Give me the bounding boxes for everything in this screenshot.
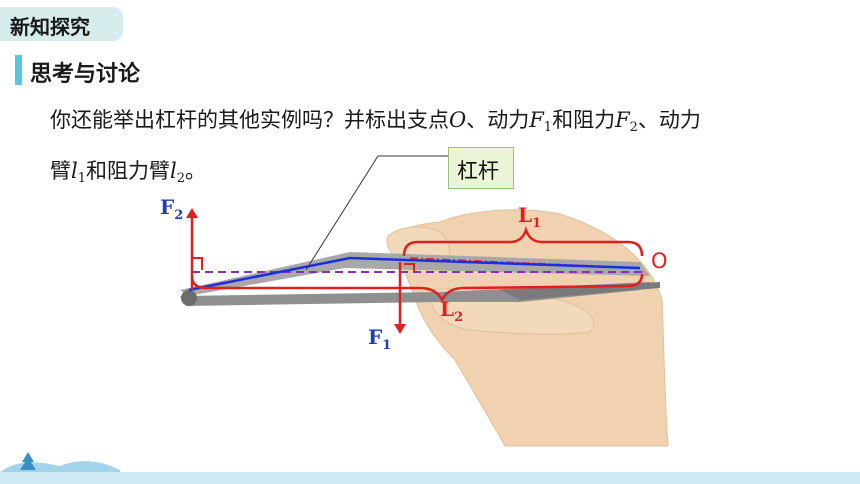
force-symbol: F	[615, 108, 630, 132]
question-text: 。	[185, 159, 206, 183]
subscript: 1	[543, 120, 553, 135]
arm-l1-brace	[402, 226, 644, 257]
question-text: 臂	[50, 159, 71, 183]
pivot-label: O	[651, 249, 668, 273]
arm-l1-label: L1	[518, 203, 541, 231]
arm-symbol: l	[170, 159, 177, 183]
question-line-1: 你还能举出杠杆的其他实例吗？并标出支点O、动力F1和阻力F2、动力	[50, 104, 850, 134]
header-tag: 新知探究	[0, 7, 123, 41]
pivot-symbol: O	[449, 108, 467, 132]
question-text: 和阻力	[552, 108, 616, 132]
question-text: 、动力	[637, 108, 701, 132]
subscript: 2	[176, 171, 185, 186]
section-marker	[15, 55, 22, 85]
arm-l2-brace	[190, 273, 644, 303]
footer-bar	[0, 472, 860, 484]
right-angle-mark	[192, 257, 203, 270]
arm-symbol: l	[71, 159, 78, 183]
lever-callout-box: 杠杆	[448, 147, 514, 189]
subscript: 2	[629, 120, 638, 135]
tweezers-tip-ball	[181, 290, 197, 306]
subscript: 1	[77, 171, 86, 186]
force-f2-label: F2	[160, 195, 183, 223]
force-f1-label: F1	[368, 325, 391, 353]
question-line-2: 臂l1和阻力臂l2。	[50, 155, 850, 185]
force-f2-arrowhead	[186, 208, 198, 218]
question-text: 你还能举出杠杆的其他实例吗？并标出支点	[50, 108, 449, 132]
right-angle-mark	[404, 263, 415, 272]
header-tag-label: 新知探究	[10, 15, 90, 39]
arm-l2-label: L2	[440, 297, 463, 325]
thumb-illustration	[386, 226, 450, 263]
tweezers-upper-arm	[180, 252, 650, 296]
question-text: 、动力	[466, 108, 530, 132]
question-text: 和阻力臂	[86, 159, 170, 183]
force-symbol: F	[529, 108, 544, 132]
lever-outline	[188, 256, 641, 292]
tree-decoration	[20, 452, 36, 470]
section-title: 思考与讨论	[30, 62, 141, 87]
callout-leader-line	[305, 155, 448, 271]
force-f1-arrowhead	[394, 324, 406, 334]
lever-callout-label: 杠杆	[457, 159, 499, 183]
